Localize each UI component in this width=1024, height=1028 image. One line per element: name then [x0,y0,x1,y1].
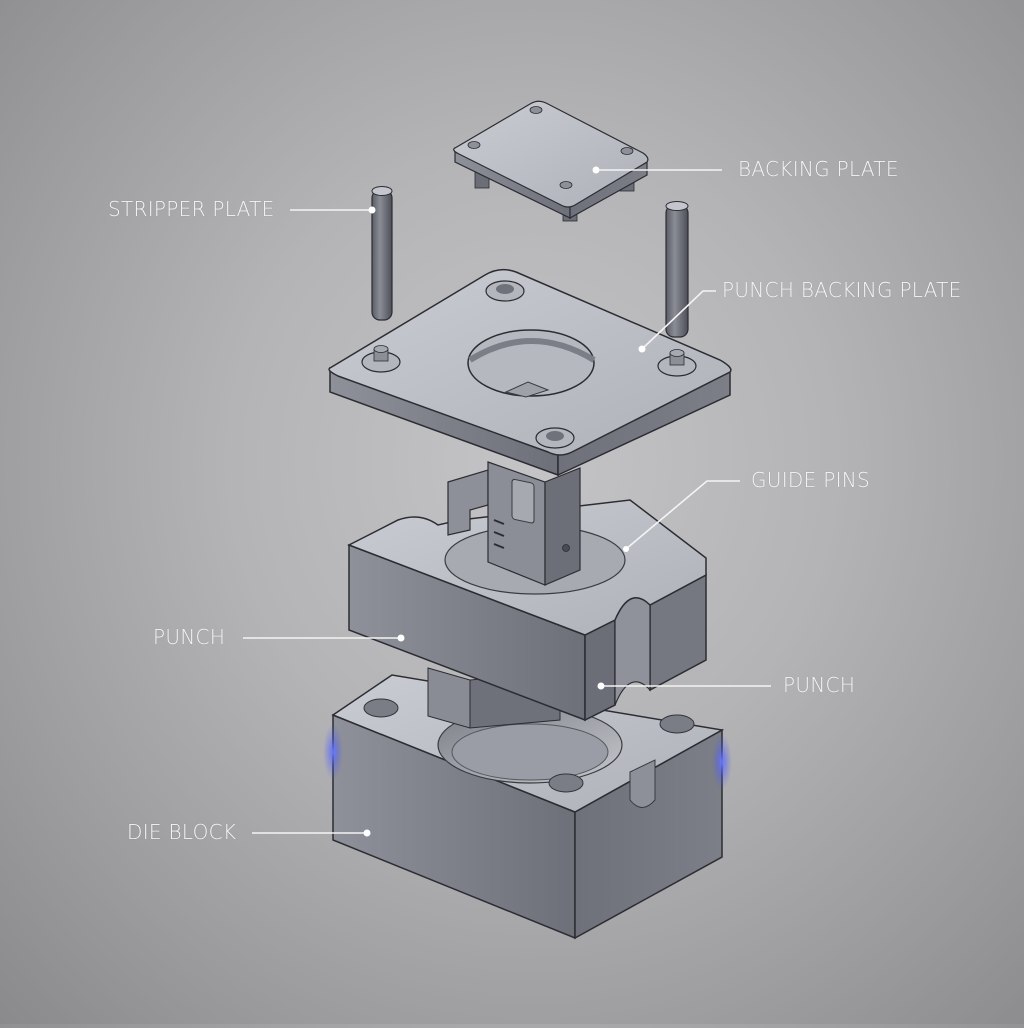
punch-backing-plate [328,268,732,477]
bolt [361,345,401,373]
backing-plate [453,100,649,222]
label-punch-left: PUNCH [153,625,226,649]
label-die-block: DIE BLOCK [127,820,237,844]
callout-dots [363,166,646,837]
leader-guide-pins [625,480,740,550]
guide-pin-left [371,186,393,321]
label-backing-plate: BACKING PLATE [738,157,899,181]
punch-body [447,461,581,586]
bushing [485,280,525,302]
label-stripper-plate: STRIPPER PLATE [108,197,275,221]
bolt [657,349,697,377]
label-punch-right: PUNCH [783,673,856,697]
label-guide-pins: GUIDE PINS [751,468,871,492]
callout-leaders [243,169,771,834]
guide-pin-right [665,201,689,338]
leader-punch-backing-plate [641,290,716,350]
bushing [535,427,575,449]
label-punch-backing-plate: PUNCH BACKING PLATE [722,278,962,302]
